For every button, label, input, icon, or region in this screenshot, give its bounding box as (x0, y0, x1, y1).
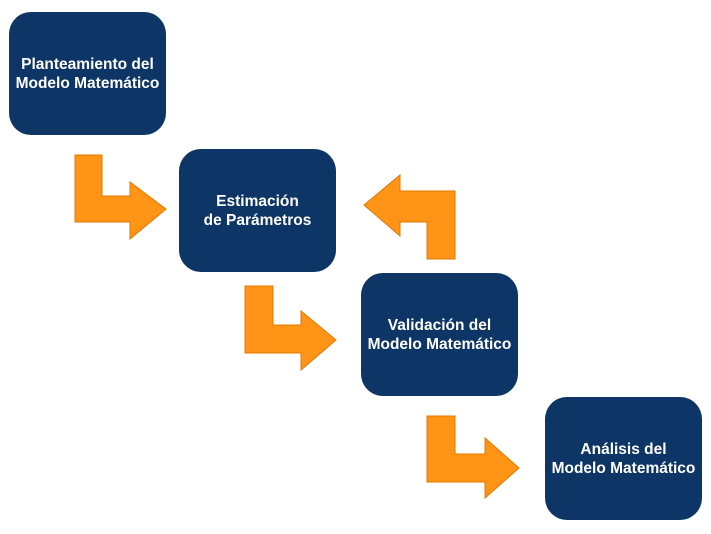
step-analisis-label: Análisis del Modelo Matemático (551, 440, 696, 477)
step-validacion-box: Validación del Modelo Matemático (361, 273, 518, 396)
arrow-planteamiento-to-estimacion (74, 154, 167, 241)
step-estimacion-label: Estimación de Parámetros (203, 192, 312, 229)
arrow-validacion-to-analisis (426, 415, 520, 500)
step-analisis-box: Análisis del Modelo Matemático (545, 397, 702, 520)
arrow-estimacion-to-validacion (244, 285, 337, 372)
step-estimacion-box: Estimación de Parámetros (179, 149, 336, 272)
step-validacion-label: Validación del Modelo Matemático (367, 316, 512, 353)
step-planteamiento-box: Planteamiento del Modelo Matemático (9, 12, 166, 135)
arrow-validacion-to-estimacion (363, 173, 456, 260)
step-planteamiento-label: Planteamiento del Modelo Matemático (15, 55, 160, 92)
